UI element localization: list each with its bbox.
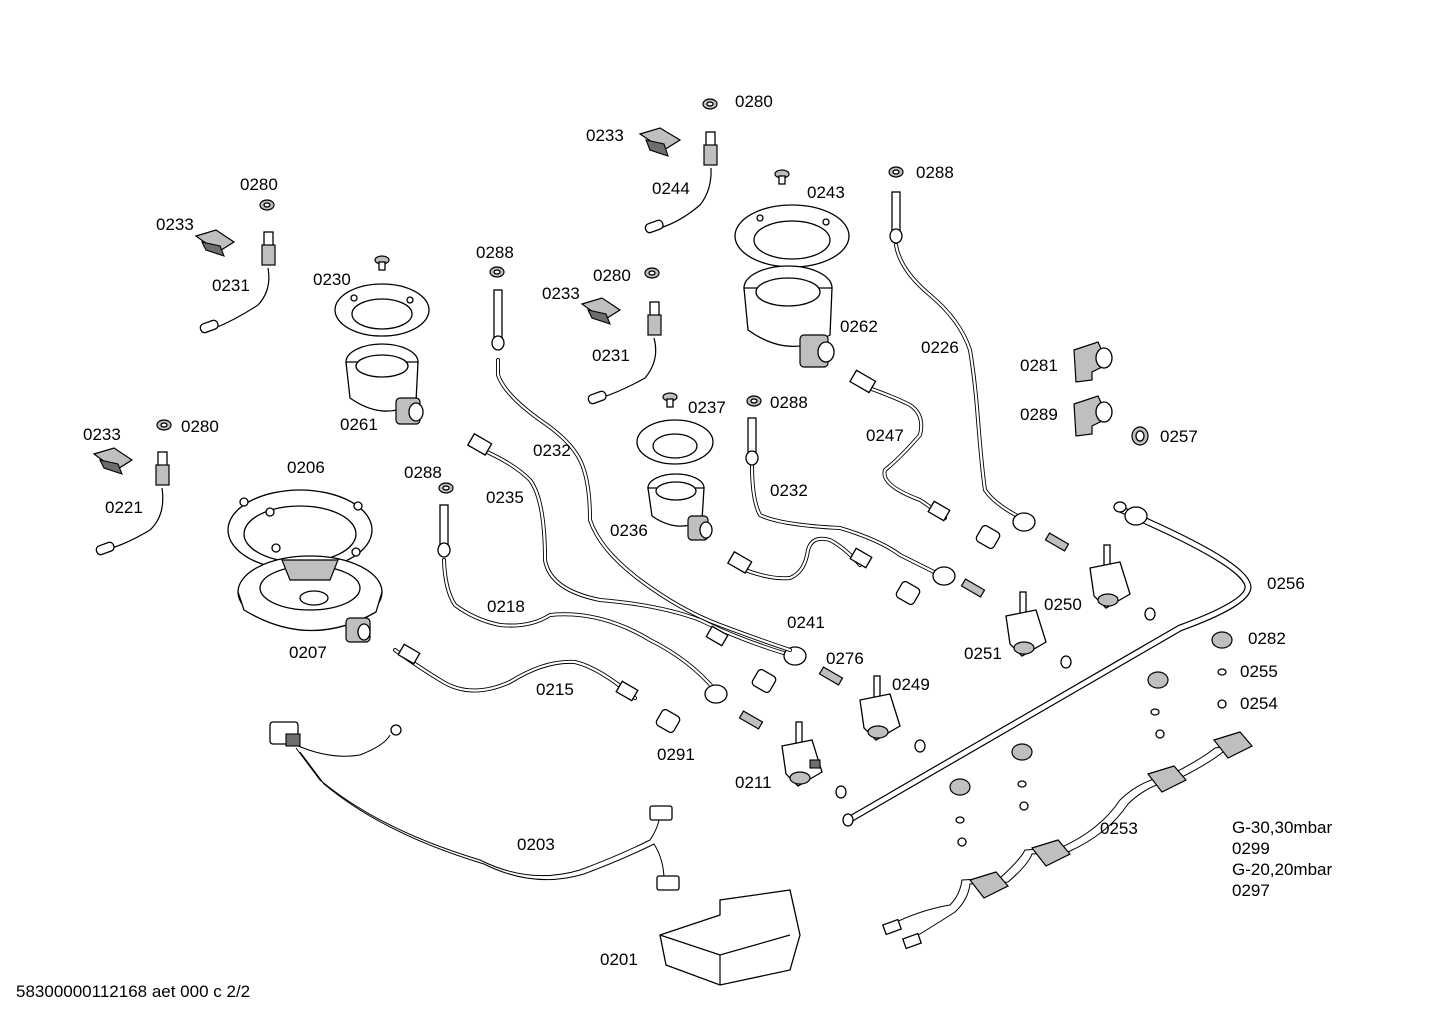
part-label: 0201 <box>600 950 638 969</box>
part-label: 0221 <box>105 498 143 517</box>
part-label: 0206 <box>287 458 325 477</box>
part-label: 0247 <box>866 426 904 445</box>
part-label: 0254 <box>1240 694 1278 713</box>
wok-burner-base-0207 <box>237 555 383 643</box>
spark-module-0201 <box>659 889 801 986</box>
ignition-electrode-0231-center <box>587 301 662 405</box>
ignition-harness-0203 <box>269 721 680 891</box>
part-label: 0203 <box>517 835 555 854</box>
clip-0233-center <box>580 297 622 325</box>
legend-line-4: 0297 <box>1232 881 1270 900</box>
gas-tube-0235 <box>466 432 807 666</box>
burner-cup-0262 <box>743 265 835 368</box>
screws <box>374 169 790 408</box>
washers <box>156 98 904 494</box>
part-label: 0233 <box>542 284 580 303</box>
part-label: 0280 <box>593 266 631 285</box>
part-label: 0241 <box>787 613 825 632</box>
gas-valve-0249 <box>859 675 926 753</box>
part-label: 0250 <box>1044 595 1082 614</box>
thermocouple-0232-left <box>491 289 792 652</box>
gas-version-legend: G-30,30mbar 0299 G-20,20mbar 0297 <box>1232 818 1332 900</box>
part-label: 0291 <box>657 745 695 764</box>
part-labels: 0280 0233 0244 0243 0288 0280 0233 0231 … <box>83 92 1305 969</box>
part-label: 0233 <box>83 425 121 444</box>
nuts-and-injectors <box>655 525 1070 733</box>
part-label: 0243 <box>807 183 845 202</box>
gas-valve-0250 <box>1089 544 1156 621</box>
part-label: 0235 <box>486 488 524 507</box>
gasket-0243 <box>734 204 850 268</box>
gas-valve-0251 <box>1005 591 1072 669</box>
part-label: 0288 <box>770 393 808 412</box>
part-label: 0281 <box>1020 356 1058 375</box>
part-label: 0280 <box>735 92 773 111</box>
part-label: 0211 <box>735 773 772 792</box>
part-label: 0226 <box>921 338 959 357</box>
legend-line-3: G-20,20mbar <box>1232 860 1332 879</box>
elbow-fitting-0289 <box>1073 395 1113 437</box>
part-label: 0276 <box>826 649 864 668</box>
part-label: 0261 <box>340 415 378 434</box>
thermocouple-0218 <box>437 504 728 704</box>
part-label: 0288 <box>404 463 442 482</box>
part-label: 0236 <box>610 521 648 540</box>
part-label: 0288 <box>476 243 514 262</box>
clip-0233-lower <box>92 447 134 475</box>
gas-tube-0247 <box>849 369 951 522</box>
gas-manifold-pipe <box>842 501 1252 827</box>
clip-0233-left <box>194 229 236 257</box>
gas-tube-0215 <box>393 643 639 702</box>
thermocouple-0226 <box>889 191 1036 532</box>
part-label: 0256 <box>1267 574 1305 593</box>
part-label: 0231 <box>212 276 250 295</box>
part-label: 0251 <box>964 644 1002 663</box>
part-label: 0244 <box>652 179 690 198</box>
elbow-fitting-0281 <box>1073 341 1113 383</box>
drawing-reference-footer: 58300000112168 aet 000 c 2/2 <box>16 982 250 1001</box>
part-label: 0207 <box>289 643 327 662</box>
ignition-switch-harness-0253 <box>881 631 1253 950</box>
part-label: 0233 <box>586 126 624 145</box>
part-label: 0218 <box>487 597 525 616</box>
part-label: 0232 <box>770 481 808 500</box>
part-label: 0282 <box>1248 629 1286 648</box>
part-label: 0255 <box>1240 662 1278 681</box>
part-label: 0257 <box>1160 427 1198 446</box>
ignition-electrode-0221 <box>95 451 170 556</box>
ignition-electrode-0244 <box>644 131 718 234</box>
clip-0233-top <box>638 127 682 157</box>
ignition-electrode-0231-left <box>199 231 276 334</box>
gas-tube-0241 <box>726 536 873 581</box>
part-label: 0232 <box>533 441 571 460</box>
part-label: 0289 <box>1020 405 1058 424</box>
part-label: 0280 <box>240 175 278 194</box>
part-label: 0231 <box>592 346 630 365</box>
part-label: 0253 <box>1100 819 1138 838</box>
part-label: 0249 <box>892 675 930 694</box>
gasket-0237 <box>636 419 714 465</box>
part-label: 0262 <box>840 317 878 336</box>
part-label: 0288 <box>916 163 954 182</box>
part-label: 0233 <box>156 215 194 234</box>
burner-cup-0236 <box>647 473 713 541</box>
burner-cup-0261 <box>345 343 424 425</box>
part-label: 0280 <box>181 417 219 436</box>
legend-line-2: 0299 <box>1232 839 1270 858</box>
gas-valve-0211 <box>781 721 847 799</box>
part-label: 0237 <box>688 398 726 417</box>
legend-line-1: G-30,30mbar <box>1232 818 1332 837</box>
part-label: 0215 <box>536 680 574 699</box>
thermocouple-0232-center <box>745 417 956 586</box>
seal-0257 <box>1131 426 1149 446</box>
part-label: 0230 <box>313 270 351 289</box>
gasket-0230 <box>334 283 430 337</box>
